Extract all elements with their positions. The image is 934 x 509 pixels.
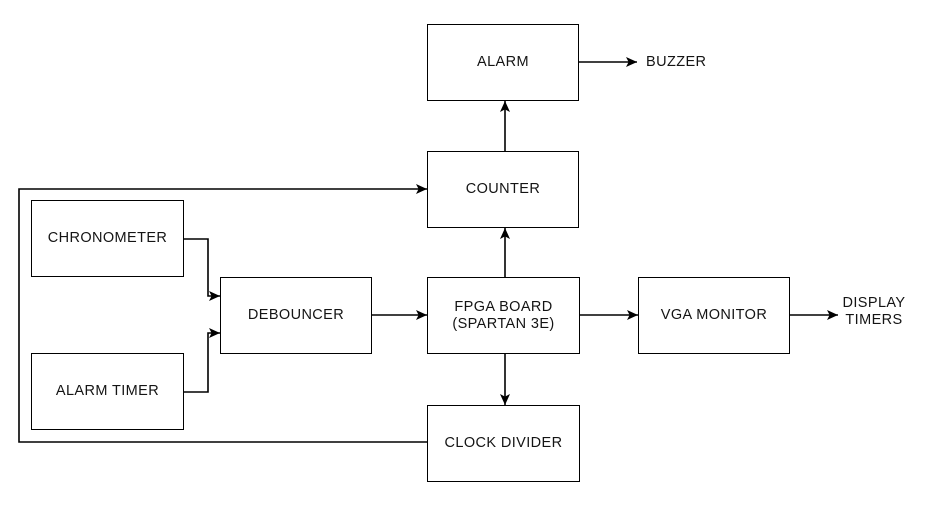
edge-chronometer-to-debouncer bbox=[184, 238, 220, 301]
node-fpga-board-sublabel: (SPARTAN 3E) bbox=[452, 315, 555, 332]
node-debouncer: DEBOUNCER bbox=[220, 277, 372, 354]
node-debouncer-label: DEBOUNCER bbox=[247, 307, 345, 323]
node-fpga-board: FPGA BOARD (SPARTAN 3E) bbox=[427, 277, 580, 354]
node-alarm-label: ALARM bbox=[477, 54, 529, 70]
node-alarm: ALARM bbox=[427, 24, 579, 101]
display-timers-line1: DISPLAY bbox=[842, 295, 906, 311]
node-fpga-board-label: FPGA BOARD bbox=[454, 298, 553, 315]
node-chronometer-label: CHRONOMETER bbox=[47, 230, 168, 246]
edge-alarm-timer-to-debouncer bbox=[184, 328, 220, 393]
node-vga-monitor-label: VGA MONITOR bbox=[660, 307, 768, 323]
node-clock-divider: CLOCK DIVIDER bbox=[427, 405, 580, 482]
edge-clock-divider-to-counter bbox=[18, 184, 427, 443]
node-clock-divider-label: CLOCK DIVIDER bbox=[444, 435, 563, 451]
terminal-buzzer-label: BUZZER bbox=[646, 54, 706, 71]
node-alarm-timer-label: ALARM TIMER bbox=[55, 383, 160, 399]
node-counter-label: COUNTER bbox=[465, 181, 541, 197]
buzzer-text: BUZZER bbox=[646, 54, 707, 70]
node-chronometer: CHRONOMETER bbox=[31, 200, 184, 277]
display-timers-line2: TIMERS bbox=[845, 311, 903, 328]
node-counter: COUNTER bbox=[427, 151, 579, 228]
node-alarm-timer: ALARM TIMER bbox=[31, 353, 184, 430]
node-vga-monitor: VGA MONITOR bbox=[638, 277, 790, 354]
terminal-display-timers-label: DISPLAY TIMERS bbox=[838, 295, 910, 328]
